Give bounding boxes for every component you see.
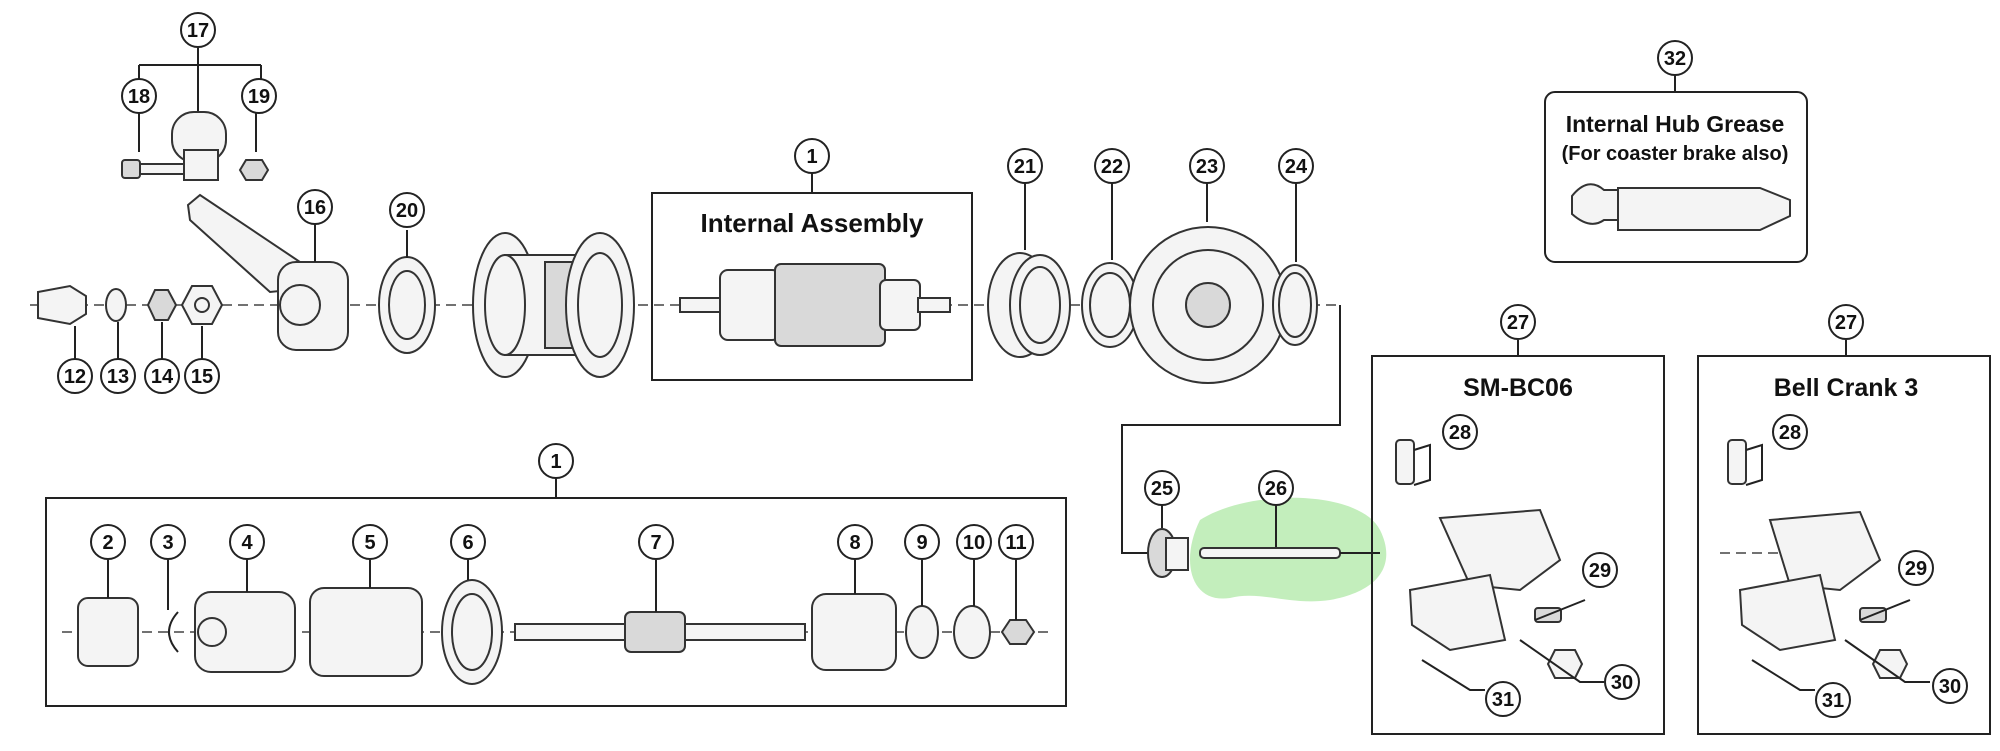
callout-13-text: 13 [107, 366, 129, 388]
callout-32-text: 32 [1664, 48, 1686, 70]
callout-29-left: 29 [1582, 552, 1618, 588]
callout-2: 2 [90, 524, 126, 560]
callout-14-text: 14 [151, 366, 174, 388]
callout-22: 22 [1094, 148, 1130, 184]
callout-29-left-text: 29 [1589, 560, 1611, 582]
callout-13: 13 [100, 358, 136, 394]
callout-27-left-text: 27 [1507, 312, 1529, 334]
callout-20: 20 [389, 192, 425, 228]
callout-24-text: 24 [1285, 156, 1308, 178]
callout-2-text: 2 [102, 532, 113, 554]
bell-crank-box: Bell Crank 3 [1697, 340, 1991, 735]
callout-17: 17 [180, 12, 216, 48]
callout-16: 16 [297, 189, 333, 225]
callout-21-text: 21 [1014, 156, 1036, 178]
callout-32: 32 [1657, 40, 1693, 76]
callout-3: 3 [150, 524, 186, 560]
callout-30-left-text: 30 [1611, 672, 1633, 694]
callout-12-text: 12 [64, 366, 86, 388]
callout-1-bottom: 1 [538, 443, 574, 479]
cassette-joint-arm [186, 193, 349, 351]
internal-breakdown-box [45, 477, 1067, 707]
callout-22-text: 22 [1101, 156, 1123, 178]
callout-19-text: 19 [248, 86, 270, 108]
callout-10-text: 10 [963, 532, 985, 554]
callout-31-left: 31 [1485, 681, 1521, 717]
hub-shell [472, 232, 635, 378]
callout-27-left: 27 [1500, 304, 1536, 340]
grease-box: Internal Hub Grease (For coaster brake a… [1544, 74, 1808, 263]
callout-20-text: 20 [396, 200, 418, 222]
callout-25: 25 [1144, 470, 1180, 506]
callout-11-text: 11 [1005, 532, 1026, 554]
callout-14: 14 [144, 358, 180, 394]
callout-30-right: 30 [1932, 668, 1968, 704]
callout-29-right: 29 [1898, 550, 1934, 586]
callout-17-text: 17 [187, 20, 209, 42]
callout-7-text: 7 [650, 532, 661, 554]
internal-assembly-box: Internal Assembly [651, 172, 973, 381]
callout-18-text: 18 [128, 86, 150, 108]
callout-8-text: 8 [849, 532, 860, 554]
callout-19: 19 [241, 78, 277, 114]
fixing-clamp-group [121, 48, 270, 181]
callout-1-bottom-text: 1 [550, 451, 561, 473]
callout-5: 5 [352, 524, 388, 560]
callout-4: 4 [229, 524, 265, 560]
callout-8: 8 [837, 524, 873, 560]
right-upper-parts [987, 180, 1341, 554]
callout-26-text: 26 [1265, 478, 1287, 500]
callout-10: 10 [956, 524, 992, 560]
sm-bc06-box: SM-BC06 [1371, 340, 1665, 735]
bell-crank-label: Bell Crank 3 [1774, 374, 1919, 402]
callout-26: 26 [1258, 470, 1294, 506]
callout-15-text: 15 [191, 366, 213, 388]
callout-3-text: 3 [162, 532, 173, 554]
callout-16-text: 16 [304, 197, 326, 219]
internal-assembly-label: Internal Assembly [700, 208, 924, 238]
callout-18: 18 [121, 78, 157, 114]
callout-6: 6 [450, 524, 486, 560]
callout-28-right-text: 28 [1779, 422, 1801, 444]
callout-31-right-text: 31 [1822, 690, 1844, 712]
callout-31-left-text: 31 [1492, 689, 1514, 711]
callout-9-text: 9 [916, 532, 927, 554]
callout-9: 9 [904, 524, 940, 560]
callout-28-right: 28 [1772, 414, 1808, 450]
callout-5-text: 5 [364, 532, 375, 554]
callout-27-right: 27 [1828, 304, 1864, 340]
callout-7: 7 [638, 524, 674, 560]
callout-12: 12 [57, 358, 93, 394]
callout-1-top: 1 [794, 138, 830, 174]
callout-1-top-text: 1 [806, 146, 817, 168]
callout-21: 21 [1007, 148, 1043, 184]
callout-4-text: 4 [241, 532, 253, 554]
callout-28-left-text: 28 [1449, 422, 1471, 444]
callout-28-left: 28 [1442, 414, 1478, 450]
callout-24: 24 [1278, 148, 1314, 184]
callout-30-right-text: 30 [1939, 676, 1961, 698]
left-small-parts [37, 284, 224, 360]
callout-29-right-text: 29 [1905, 558, 1927, 580]
callout-6-text: 6 [462, 532, 473, 554]
callout-15: 15 [184, 358, 220, 394]
cable-area [1147, 497, 1387, 602]
sm-bc06-label: SM-BC06 [1463, 374, 1573, 402]
callout-23: 23 [1189, 148, 1225, 184]
callout-23-text: 23 [1196, 156, 1218, 178]
callout-25-text: 25 [1151, 478, 1173, 500]
grease-subtitle: (For coaster brake also) [1562, 143, 1789, 165]
callout-30-left: 30 [1604, 664, 1640, 700]
callout-27-right-text: 27 [1835, 312, 1857, 334]
grease-title: Internal Hub Grease [1566, 111, 1785, 137]
callout-31-right: 31 [1815, 682, 1851, 718]
ball-retainer-20 [378, 230, 436, 354]
callout-11: 11 [998, 524, 1034, 560]
